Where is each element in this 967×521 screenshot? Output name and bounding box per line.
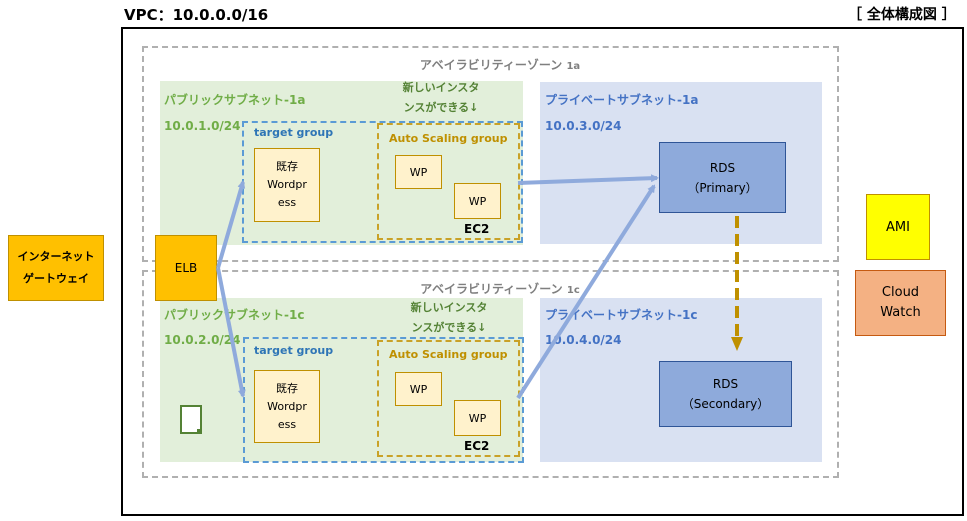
existing-wordpress-1c[interactable]: 既存 Wordpr ess <box>254 370 320 443</box>
arrow-asg-1a-to-rds <box>517 174 659 185</box>
document-icon <box>180 405 202 434</box>
elb[interactable]: ELB <box>155 235 217 301</box>
private-subnet-1c-name: プライベートサブネット-1c <box>545 308 698 322</box>
arrow-elb-to-tg-1a <box>216 180 246 269</box>
public-subnet-1c-name: パブリックサブネット-1c <box>164 308 305 322</box>
target-group-1c-label: target group <box>254 344 334 357</box>
asg-1a-label: Auto Scaling group <box>389 132 508 145</box>
ec2-label-1a: EC2 <box>464 222 490 236</box>
private-subnet-1a-cidr: 10.0.3.0/24 <box>545 119 622 133</box>
az-label-1a: アベイラビリティーゾーン 1a <box>419 58 581 72</box>
rds-secondary[interactable]: RDS（Secondary） <box>659 361 792 427</box>
availability-zone-1a <box>142 46 839 262</box>
ami[interactable]: AMI <box>866 194 930 260</box>
az-label-1c: アベイラビリティーゾーン 1c <box>420 282 580 296</box>
asg-1c-label: Auto Scaling group <box>389 348 508 361</box>
wp-instance-1c-1[interactable]: WP <box>395 372 442 406</box>
vpc-boundary <box>121 27 964 516</box>
existing-wordpress-1a[interactable]: 既存 Wordpr ess <box>254 148 320 222</box>
public-subnet-1c-cidr: 10.0.2.0/24 <box>164 333 241 347</box>
private-subnet-1c-cidr: 10.0.4.0/24 <box>545 333 622 347</box>
public-subnet-1a-name: パブリックサブネット-1a <box>164 93 306 107</box>
arrow-elb-to-tg-1c <box>216 267 246 398</box>
private-subnet-1a-name: プライベートサブネット-1a <box>545 93 699 107</box>
internet-gateway[interactable]: インターネットゲートウェイ <box>8 235 104 301</box>
arrow-asg-1c-to-rds <box>516 184 656 400</box>
availability-zone-1c <box>142 270 839 478</box>
wp-instance-1c-2[interactable]: WP <box>454 400 501 436</box>
wp-instance-1a-1[interactable]: WP <box>395 155 442 189</box>
diagram-label: ［ 全体構成図 ］ <box>848 7 956 23</box>
new-instance-note-1a: 新しいインスタンスができる↓ <box>402 81 480 114</box>
target-group-1c <box>243 337 524 463</box>
rds-primary[interactable]: RDS（Primary） <box>659 142 786 213</box>
ec2-label-1c: EC2 <box>464 439 490 453</box>
public-subnet-1a-cidr: 10.0.1.0/24 <box>164 119 241 133</box>
wp-instance-1a-2[interactable]: WP <box>454 183 501 219</box>
vpc-title: VPC：10.0.0.0/16 <box>124 6 269 24</box>
target-group-1a-label: target group <box>254 126 334 139</box>
new-instance-note-1c: 新しいインスタンスができる↓ <box>410 301 488 334</box>
